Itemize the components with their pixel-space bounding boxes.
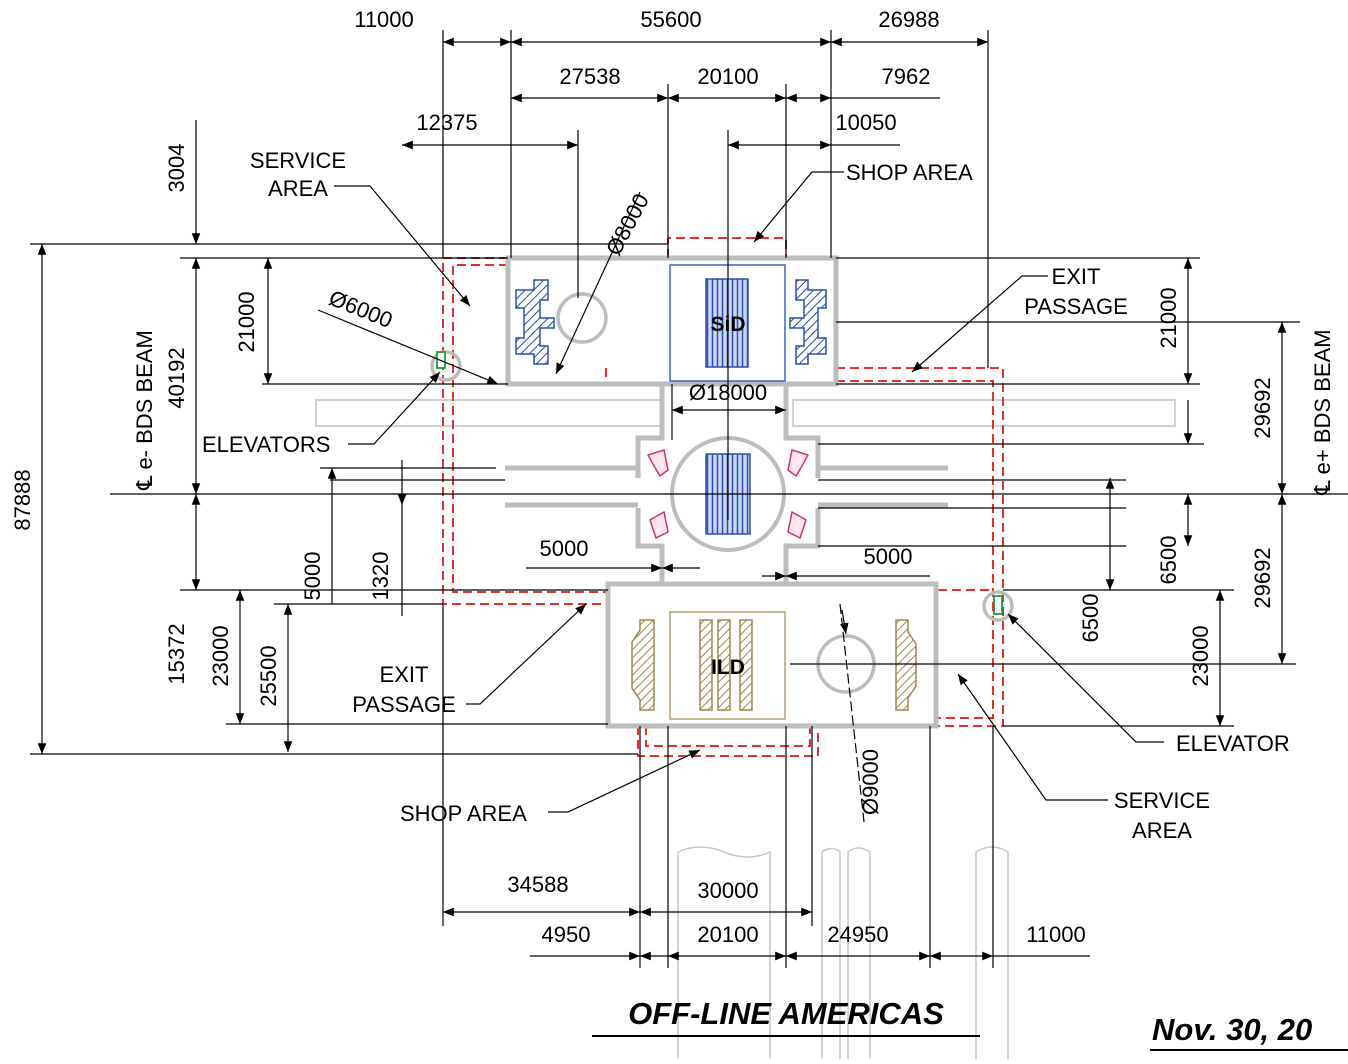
dim-30000: 30000: [697, 878, 758, 903]
dim-4950: 4950: [542, 922, 591, 947]
dim-6500-b: 6500: [1078, 594, 1103, 643]
dim-34588: 34588: [507, 872, 568, 897]
label-elevators: ELEVATORS: [202, 432, 330, 457]
dim-23000-left: 23000: [208, 625, 233, 686]
dim-21000-right: 21000: [1156, 287, 1181, 348]
callout-labels: SERVICE AREA SHOP AREA EXIT PASSAGE ELEV…: [132, 148, 1335, 843]
label-exit-passage-top-2: PASSAGE: [1024, 294, 1128, 319]
ild-detector: [631, 619, 917, 711]
dim-24950: 24950: [827, 922, 888, 947]
dim-11000-top: 11000: [354, 7, 414, 32]
dim-26988: 26988: [878, 7, 939, 32]
dim-5000-left: 5000: [540, 536, 589, 561]
dim-15372: 15372: [164, 623, 189, 684]
label-exit-passage-top-1: EXIT: [1052, 264, 1101, 289]
dim-12375: 12375: [416, 110, 477, 135]
dim-5000-vertical: 5000: [300, 552, 325, 601]
dim-40192: 40192: [164, 347, 189, 408]
dim-7962: 7962: [882, 64, 931, 89]
dim-21000-left: 21000: [234, 291, 259, 352]
label-elevator: ELEVATOR: [1176, 731, 1290, 756]
dim-10050: 10050: [835, 110, 896, 135]
dim-11000-bottom: 11000: [1026, 922, 1086, 947]
label-beam-left: ℄ e- BDS BEAM: [132, 330, 157, 491]
label-shop-area-top: SHOP AREA: [846, 160, 973, 185]
label-shop-area-bottom: SHOP AREA: [400, 801, 527, 826]
dim-dia-18000: Ø18000: [689, 380, 767, 405]
dim-dia-6000: Ø6000: [326, 285, 397, 333]
ild-label: ILD: [711, 656, 745, 679]
dimension-texts: 11000 55600 26988 27538 20100 7962 12375…: [10, 7, 1275, 947]
label-service-area-bottom-1: SERVICE: [1114, 788, 1210, 813]
dim-87888: 87888: [10, 469, 35, 530]
label-service-area-top-1: SERVICE: [250, 148, 346, 173]
pink-components: [646, 449, 810, 540]
dim-dia-9000: Ø9000: [858, 749, 883, 815]
dim-6500-a: 6500: [1156, 536, 1181, 585]
dim-1320: 1320: [368, 552, 393, 601]
dim-20100-bottom: 20100: [697, 922, 758, 947]
drawing-date: Nov. 30, 20: [1152, 1012, 1312, 1047]
label-service-area-bottom-2: AREA: [1132, 818, 1192, 843]
label-service-area-top-2: AREA: [268, 176, 328, 201]
dim-3004: 3004: [164, 144, 189, 193]
callout-leaders: [334, 171, 1164, 813]
dim-20100-top: 20100: [697, 64, 758, 89]
dim-25500: 25500: [256, 645, 281, 706]
ild-hall-frame: [669, 611, 786, 720]
drawing-title: OFF-LINE AMERICAS: [628, 996, 944, 1031]
dim-29692-top: 29692: [1250, 377, 1275, 438]
shaft-outlines: [677, 846, 1009, 1059]
dim-55600: 55600: [640, 7, 701, 32]
dim-29692-bottom: 29692: [1250, 547, 1275, 608]
dimension-lines: [30, 30, 1348, 968]
label-exit-passage-bottom-2: PASSAGE: [352, 692, 456, 717]
dim-27538: 27538: [559, 64, 620, 89]
dim-5000-right: 5000: [864, 544, 913, 569]
sid-detector: [515, 278, 827, 368]
dim-dia-8000: Ø8000: [601, 189, 654, 259]
label-exit-passage-bottom-1: EXIT: [380, 662, 429, 687]
label-beam-right: ℄ e+ BDS BEAM: [1310, 329, 1335, 495]
dim-23000-right: 23000: [1188, 625, 1213, 686]
